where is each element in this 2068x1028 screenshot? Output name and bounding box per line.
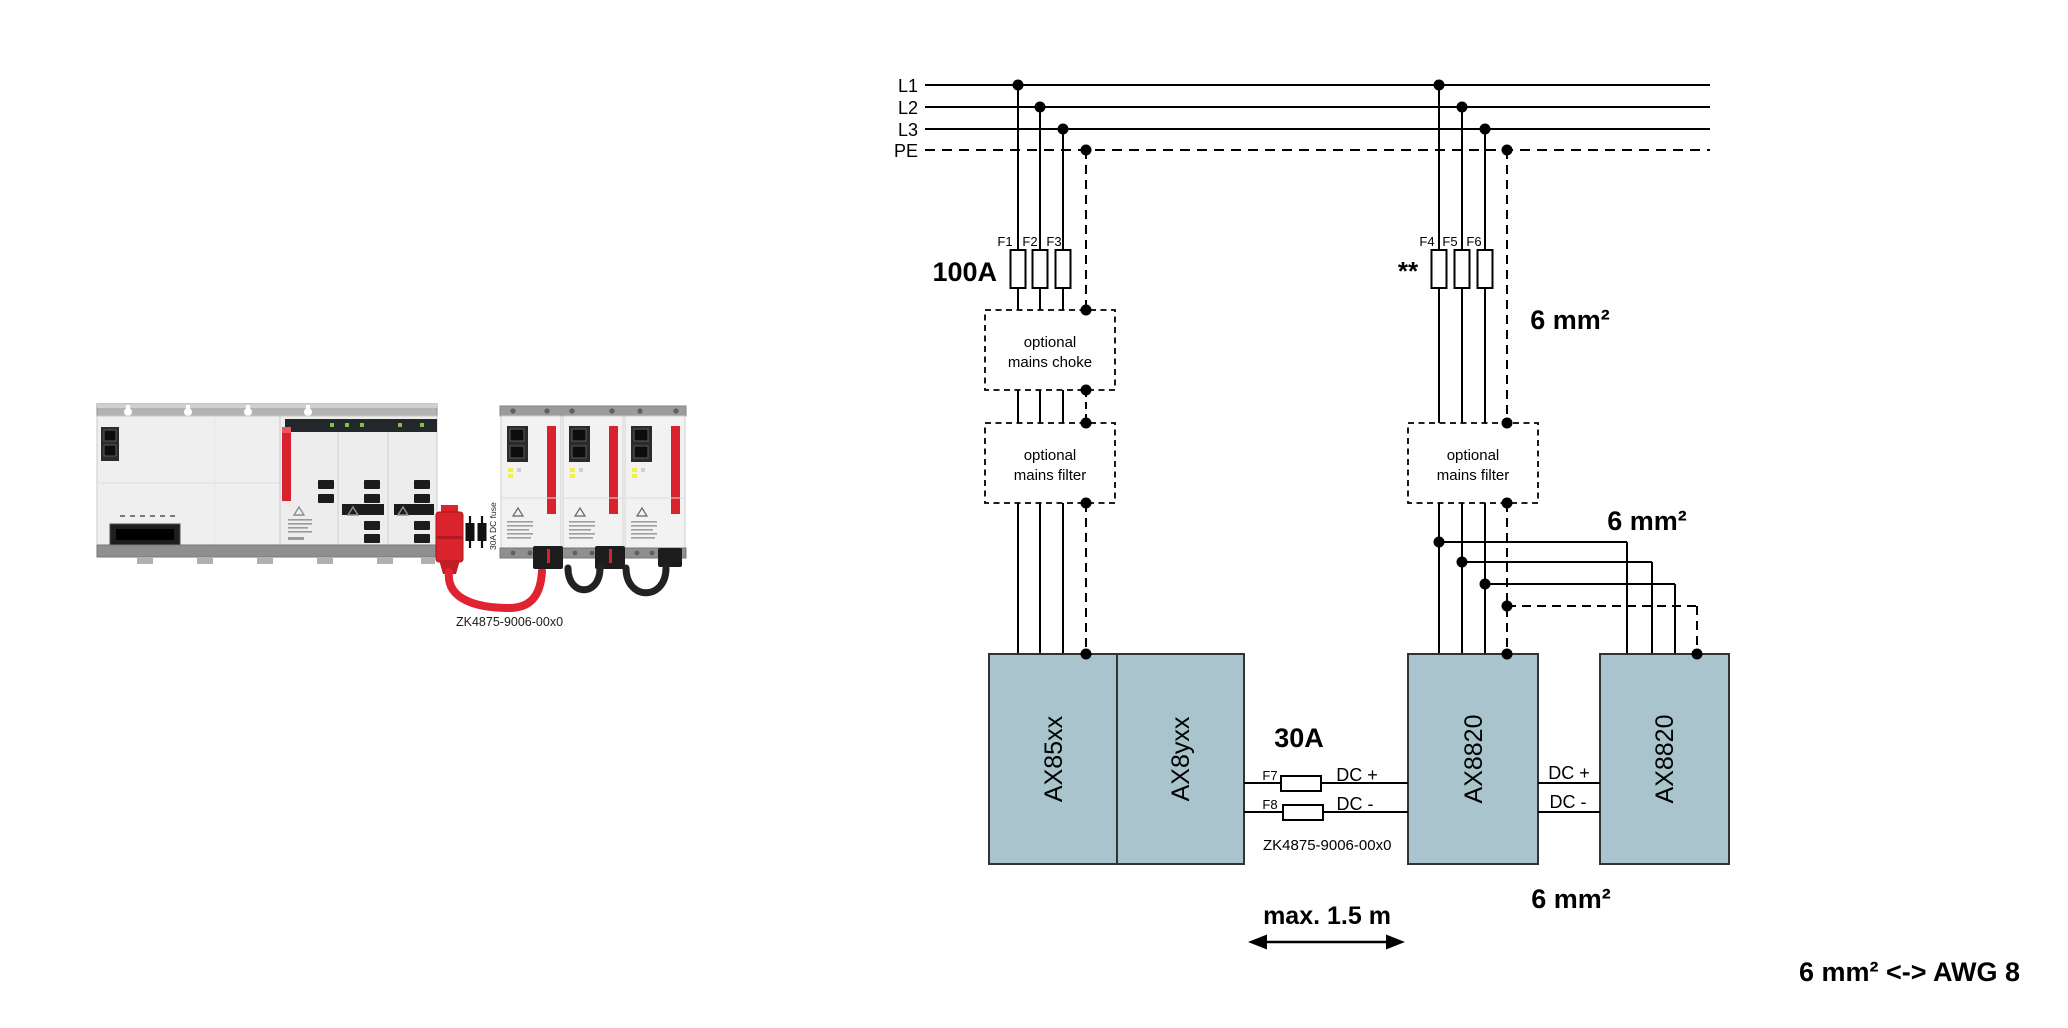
bus-label-pe: PE — [894, 141, 918, 161]
fuse-label-f8: F8 — [1262, 797, 1277, 812]
drive-connectors — [318, 480, 434, 543]
warning-labels-left — [288, 505, 410, 540]
device-ax8820-2 — [1599, 653, 1730, 865]
fuse-label-f3: F3 — [1046, 234, 1061, 249]
device-label-ax8820-1: AX8820 — [1460, 715, 1488, 804]
dc-fuse-note: 30A DC fuse — [488, 502, 498, 550]
fuse-note-asterisks: ** — [1398, 256, 1419, 286]
device-label-ax85xx: AX85xx — [1040, 715, 1068, 802]
fuse-group-left: 100A F1 F2 F3 — [932, 234, 1072, 289]
dc-plug — [435, 505, 464, 574]
dc-plus-label-1: DC + — [1336, 765, 1378, 785]
black-dc-cable-2 — [622, 564, 670, 597]
device-label-ax8yxx: AX8yxx — [1167, 716, 1195, 801]
filter-left-text-1: optional — [1024, 447, 1077, 464]
device-ax8820-1 — [1407, 653, 1539, 865]
dc-link: 30A F7 F8 DC + DC - ZK4875-9006-00x0 max… — [1244, 723, 1408, 950]
dc-cable-label: ZK4875-9006-00x0 — [1263, 837, 1391, 854]
fuse-f8 — [1282, 804, 1324, 821]
filter-right-text-2: mains filter — [1437, 467, 1510, 484]
red-dc-cable — [444, 567, 546, 613]
dc-link-2: DC + DC - 6 mm² — [1531, 763, 1611, 914]
regen-modules — [500, 415, 686, 549]
mains-choke-box: optional mains choke — [984, 309, 1116, 391]
mains-bus: L1 L2 L3 PE — [894, 76, 1710, 161]
photo-cable-label: ZK4875-9006-00x0 — [456, 615, 563, 629]
beckhoff-red-stripe — [282, 427, 291, 501]
fuse-label-f2: F2 — [1022, 234, 1037, 249]
device-label-ax8820-2: AX8820 — [1651, 715, 1679, 804]
fuse-rating-100a: 100A — [932, 257, 997, 287]
junction-dots — [1012, 79, 1703, 660]
gauge-right-mid: 6 mm² — [1607, 506, 1687, 536]
choke-text-1: optional — [1024, 334, 1077, 351]
right-assembly — [499, 405, 687, 597]
filter-right-text-1: optional — [1447, 447, 1500, 464]
dc-fuse-symbols — [465, 516, 487, 548]
awg-footnote: 6 mm² <-> AWG 8 — [1799, 957, 2020, 987]
mains-filter-box-right: optional mains filter — [1407, 422, 1539, 504]
fuse-label-f1: F1 — [997, 234, 1012, 249]
right-branch: ** F4 F5 F6 6 mm² optional mains filter … — [1398, 85, 1698, 654]
product-photo: 30A DC fuse ZK4875-9006-00x0 — [96, 403, 687, 629]
dc-minus-label-1: DC - — [1337, 794, 1374, 814]
bus-label-l3: L3 — [898, 120, 918, 140]
fuse-label-f7: F7 — [1262, 768, 1277, 783]
device-ax8yxx — [1116, 653, 1245, 865]
bus-label-l2: L2 — [898, 98, 918, 118]
fuse-label-f4: F4 — [1419, 234, 1434, 249]
left-branch: 100A F1 F2 F3 optional mains choke optio… — [932, 85, 1116, 654]
regen-bottom-connectors — [533, 546, 682, 569]
filter-left-text-2: mains filter — [1014, 467, 1087, 484]
fuse-f7 — [1280, 775, 1322, 792]
choke-text-2: mains choke — [1008, 354, 1092, 371]
left-assembly — [96, 403, 438, 564]
dc-plus-label-2: DC + — [1548, 763, 1590, 783]
fuse-group-right: ** F4 F5 F6 — [1398, 234, 1494, 289]
gauge-bottom: 6 mm² — [1531, 884, 1611, 914]
device-ax85xx — [988, 653, 1118, 865]
max-length-label: max. 1.5 m — [1263, 902, 1391, 930]
dc-minus-label-2: DC - — [1550, 792, 1587, 812]
dc-fuse-rating-30a: 30A — [1274, 723, 1324, 753]
mains-filter-box-left: optional mains filter — [984, 422, 1116, 504]
black-dc-cable-1 — [564, 564, 604, 594]
bus-label-l1: L1 — [898, 76, 918, 96]
fuse-label-f5: F5 — [1442, 234, 1457, 249]
gauge-right-top: 6 mm² — [1530, 305, 1610, 335]
devices: AX85xx AX8yxx AX8820 AX8820 — [988, 653, 1730, 865]
max-length-arrow — [1248, 934, 1405, 950]
fuse-label-f6: F6 — [1466, 234, 1481, 249]
ethernet-ports-left — [101, 427, 119, 461]
